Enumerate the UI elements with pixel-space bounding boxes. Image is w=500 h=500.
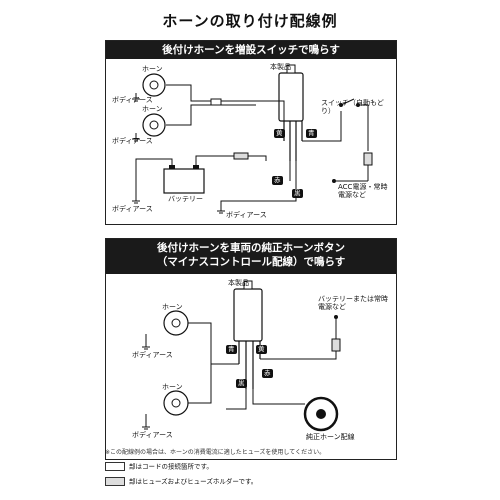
- wire-red-tag: 赤: [272, 176, 283, 185]
- diagram2-header: 後付けホーンを車両の純正ホーンボタン （マイナスコントロール配線）で鳴らす: [106, 239, 396, 274]
- connector: [210, 98, 222, 106]
- diagram2-wiring: [142, 280, 341, 432]
- connector-swatch: [105, 462, 125, 471]
- battery-label: バッテリー: [168, 195, 203, 203]
- wiring-diagram-switch: 後付けホーンを増設スイッチで鳴らす: [105, 40, 397, 225]
- ground-label-4: ボディアース: [226, 211, 267, 219]
- ground-label-3: ボディアース: [112, 205, 153, 213]
- horn-label-2: ホーン: [162, 383, 183, 391]
- product-label: 本製品: [228, 279, 249, 287]
- wire-black-tag: 黒: [236, 379, 247, 388]
- wire-yellow-tag: 黄: [274, 129, 285, 138]
- horn-label-2: ホーン: [142, 105, 163, 113]
- ground-label-1: ボディアース: [112, 96, 153, 104]
- switch-label: スイッチ（自動もどり）: [321, 99, 384, 115]
- fuse-swatch: [105, 477, 125, 486]
- relay-body: [233, 288, 263, 342]
- diagram1-header: 後付けホーンを増設スイッチで鳴らす: [106, 41, 396, 59]
- diagram1-wiring: [132, 64, 373, 214]
- oem-horn-label: 純正ホーン配線: [306, 433, 355, 441]
- wire-red-tag: 赤: [262, 369, 273, 378]
- fuse: [233, 152, 249, 160]
- ground-label-1: ボディアース: [132, 351, 173, 359]
- ground-label-2: ボディアース: [112, 137, 153, 145]
- horn-label-1: ホーン: [142, 65, 163, 73]
- relay-body: [278, 72, 304, 122]
- wiring-diagram-oem-button: 後付けホーンを車両の純正ホーンボタン （マイナスコントロール配線）で鳴らす 本製…: [105, 238, 397, 460]
- wire-blue-tag: 青: [306, 129, 317, 138]
- footnote: ※この配線例の場合は、ホーンの消費電流に適したヒューズを使用してください。: [105, 449, 326, 456]
- horn-label-1: ホーン: [162, 303, 183, 311]
- acc-label: ACC電源・常時電源など: [338, 183, 388, 199]
- wire-blue-tag: 青: [226, 345, 237, 354]
- battery: [163, 168, 205, 194]
- wire-yellow-tag: 黄: [256, 345, 267, 354]
- wire-black-tag: 黒: [292, 189, 303, 198]
- ground-label-2: ボディアース: [132, 431, 173, 439]
- page-title: ホーンの取り付け配線例: [162, 12, 338, 30]
- legend-fuse: 部はヒューズおよびヒューズホルダーです。: [105, 477, 257, 487]
- battery-label: バッテリーまたは常時電源など: [318, 295, 388, 311]
- relay-tab: [286, 64, 296, 74]
- legend-connector: 部はコードの接続箇所です。: [105, 462, 213, 472]
- product-label: 本製品: [270, 63, 291, 71]
